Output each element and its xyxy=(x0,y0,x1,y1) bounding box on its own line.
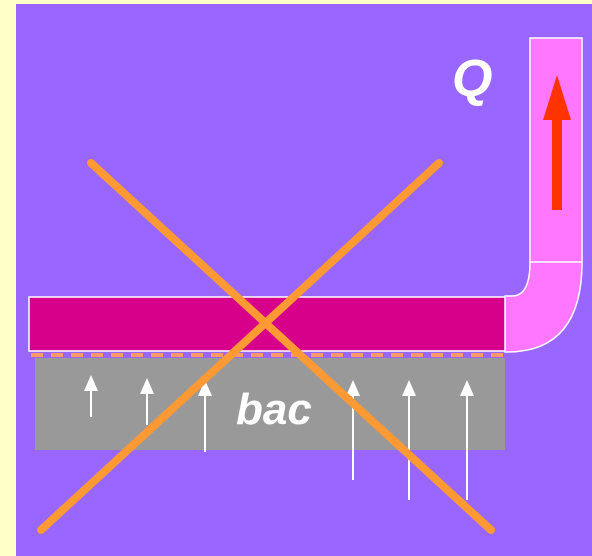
arrow-up-icon xyxy=(84,375,98,417)
arrow-up-icon xyxy=(140,378,154,425)
arrow-up-icon xyxy=(460,380,474,500)
arrow-up-icon xyxy=(198,380,212,452)
flow-arrow-icon xyxy=(543,75,571,210)
tank-label: bac xyxy=(236,385,312,434)
flow-label: Q xyxy=(452,50,492,108)
x-mark-icon xyxy=(37,159,495,534)
tank xyxy=(35,358,505,450)
arrow-up-icon xyxy=(402,380,416,500)
